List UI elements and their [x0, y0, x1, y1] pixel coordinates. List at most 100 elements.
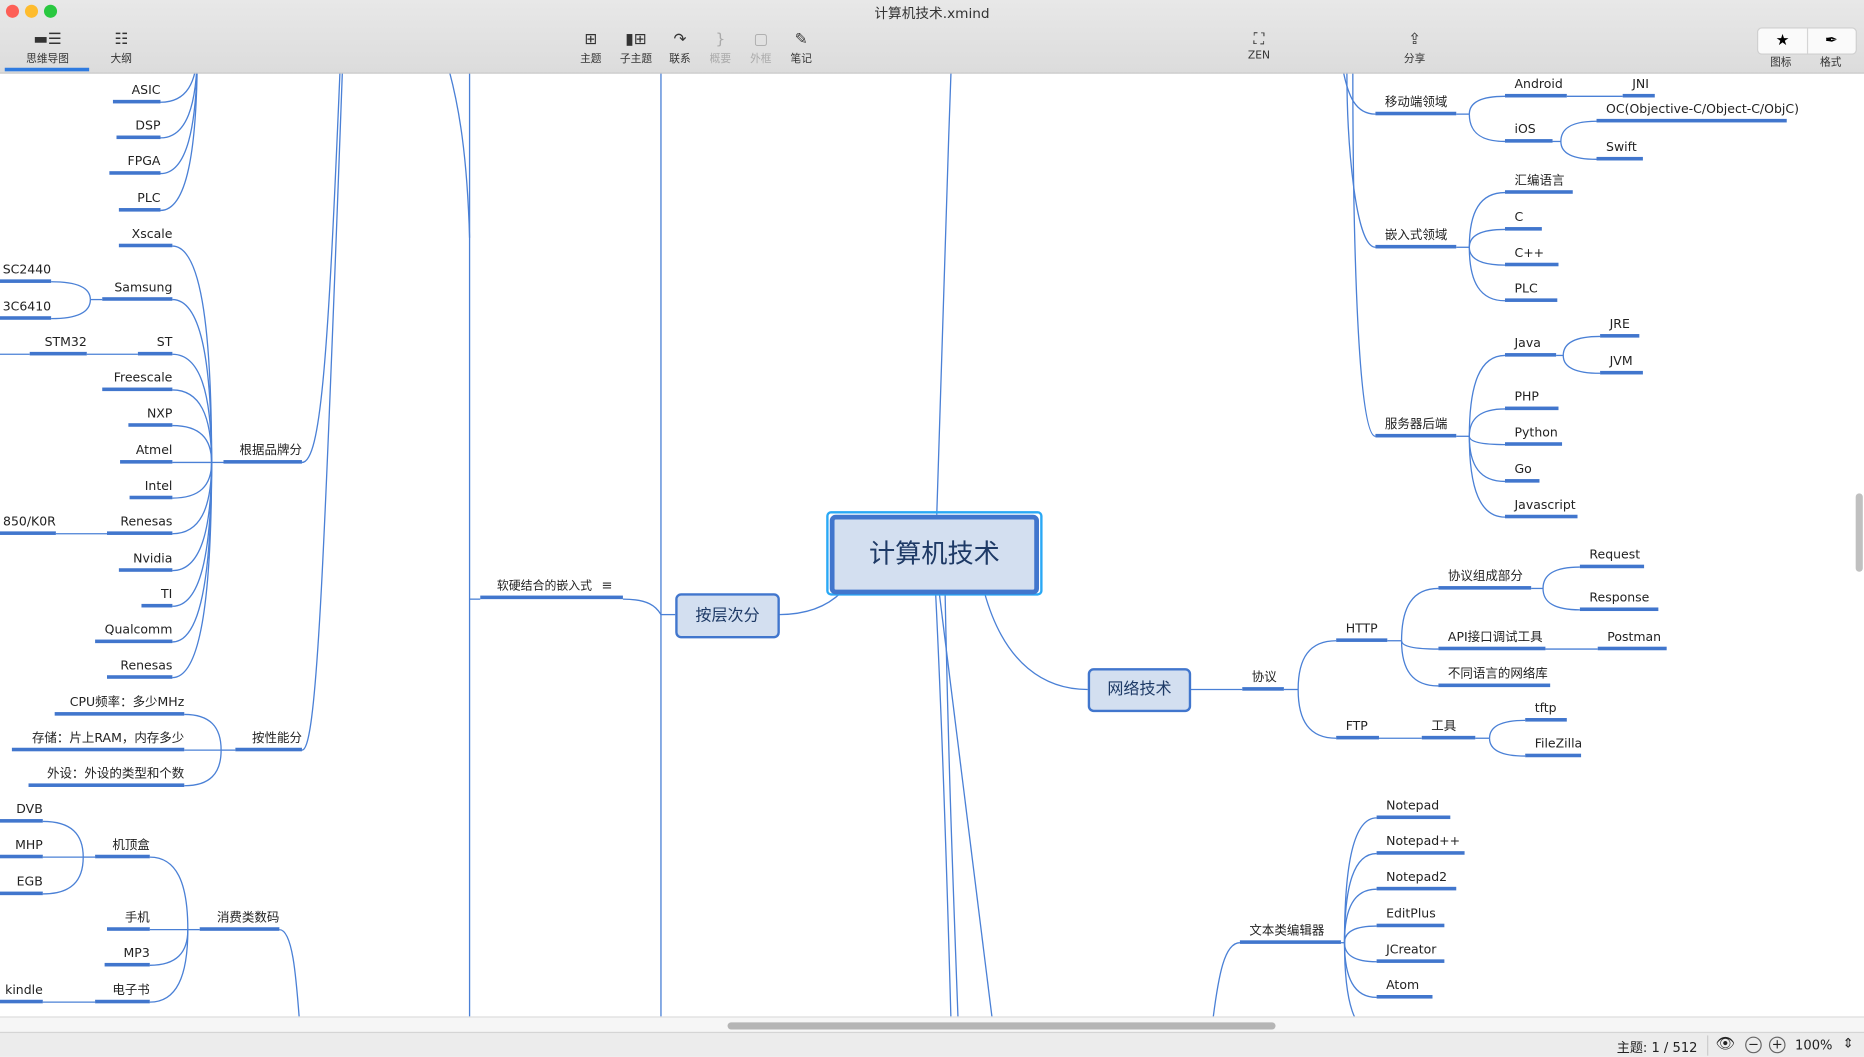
zoom-in-icon[interactable]: +: [1768, 1036, 1786, 1054]
topic-node[interactable]: Response: [1579, 590, 1659, 612]
topic-node[interactable]: 3C6410: [0, 298, 51, 320]
topic-node[interactable]: 汇编语言: [1504, 172, 1573, 194]
topic-node[interactable]: ST: [137, 334, 173, 356]
topic-embedded[interactable]: 软硬结合的嵌入式: [480, 578, 623, 600]
tab-outline[interactable]: ☷大纲: [95, 29, 147, 65]
topic-node[interactable]: TI: [141, 586, 173, 608]
star-icon[interactable]: ★: [1758, 28, 1809, 54]
topic-node[interactable]: PLC: [118, 190, 161, 212]
topic-node[interactable]: Java: [1504, 335, 1557, 357]
topic-node[interactable]: ASIC: [112, 82, 161, 104]
central-topic[interactable]: 计算机技术: [829, 514, 1039, 595]
topic-node[interactable]: 按性能分: [235, 730, 302, 752]
close-window-button[interactable]: [5, 4, 20, 18]
topic-node[interactable]: 不同语言的网络库: [1438, 666, 1551, 688]
topic-node[interactable]: PLC: [1504, 281, 1558, 302]
topic-node[interactable]: Postman: [1597, 629, 1667, 651]
topic-node[interactable]: Swift: [1596, 139, 1643, 161]
topic-button[interactable]: ⊞主题: [565, 29, 617, 65]
boundary-button[interactable]: ▢外框: [735, 29, 787, 65]
topic-node[interactable]: DSP: [116, 118, 161, 140]
chevron-updown-icon[interactable]: ⇕: [1842, 1035, 1854, 1051]
notes-button[interactable]: ✎笔记: [775, 29, 827, 65]
topic-node[interactable]: Notepad: [1376, 798, 1451, 820]
topic-node[interactable]: 根据品牌分: [223, 442, 302, 464]
note-icon[interactable]: ≡: [601, 577, 613, 594]
topic-node[interactable]: Javascript: [1504, 497, 1578, 519]
horizontal-scrollbar[interactable]: [0, 1016, 1864, 1034]
topic-node[interactable]: Android: [1504, 76, 1567, 98]
topic-node[interactable]: 工具: [1421, 718, 1476, 740]
topic-node[interactable]: 850/K0R: [0, 514, 56, 535]
topic-node[interactable]: 移动端领域: [1375, 94, 1457, 116]
brush-icon[interactable]: ✒: [1824, 32, 1838, 50]
topic-node[interactable]: 外设：外设的类型和个数: [28, 766, 185, 787]
topic-node[interactable]: 手机: [106, 909, 150, 931]
eye-icon[interactable]: 👁: [1715, 1035, 1736, 1054]
scrollbar-thumb[interactable]: [727, 1022, 1276, 1030]
topic-node[interactable]: STM32: [29, 334, 87, 356]
subtopic-button[interactable]: ▮⊞子主题: [610, 29, 662, 65]
topic-node[interactable]: MHP: [0, 837, 43, 859]
topic-node[interactable]: Atom: [1376, 977, 1433, 999]
topic-node[interactable]: MP3: [104, 945, 150, 967]
topic-node[interactable]: Freescale: [102, 370, 173, 392]
topic-node[interactable]: Intel: [129, 478, 173, 500]
topic-node[interactable]: SC2440: [0, 262, 51, 283]
topic-node[interactable]: 协议: [1242, 669, 1284, 691]
topic-node[interactable]: JRE: [1600, 316, 1640, 338]
topic-node[interactable]: OC(Objective-C/Object-C/ObjC): [1596, 101, 1799, 123]
topic-node[interactable]: JNI: [1622, 76, 1655, 98]
topic-node[interactable]: EGB: [0, 874, 43, 896]
topic-node[interactable]: Notepad2: [1376, 869, 1457, 891]
topic-node[interactable]: Renesas: [106, 657, 173, 679]
topic-node[interactable]: Notepad++: [1376, 833, 1465, 855]
topic-node[interactable]: Atmel: [120, 442, 173, 464]
topic-node[interactable]: NXP: [128, 405, 173, 427]
vertical-scrollbar[interactable]: [1855, 493, 1863, 572]
topic-node[interactable]: 消费类数码: [199, 909, 280, 931]
topic-node[interactable]: Request: [1579, 547, 1645, 569]
relationship-button[interactable]: ↷联系: [654, 29, 706, 65]
topic-node[interactable]: 文本类编辑器: [1239, 922, 1341, 944]
topic-node[interactable]: 存储：片上RAM，内存多少: [11, 730, 184, 752]
zoom-window-button[interactable]: [43, 4, 58, 18]
topic-node[interactable]: FPGA: [109, 153, 161, 175]
topic-node[interactable]: Go: [1504, 461, 1540, 483]
topic-node[interactable]: tftp: [1525, 700, 1567, 722]
topic-node[interactable]: kindle: [0, 982, 43, 1004]
topic-node[interactable]: Renesas: [106, 514, 173, 535]
topic-node[interactable]: JCreator: [1376, 942, 1445, 963]
topic-node[interactable]: Python: [1504, 424, 1563, 446]
topic-node[interactable]: 协议组成部分: [1438, 568, 1532, 590]
topic-node[interactable]: 机顶盒: [95, 837, 150, 859]
share-button[interactable]: ⇪分享: [1388, 29, 1440, 65]
topic-node[interactable]: JVM: [1600, 353, 1643, 375]
zoom-level[interactable]: 100%: [1795, 1037, 1833, 1054]
topic-node[interactable]: FileZilla: [1525, 736, 1582, 758]
topic-node[interactable]: CPU频率：多少MHz: [54, 694, 185, 716]
zen-button[interactable]: ⛶ZEN: [1233, 29, 1285, 62]
topic-node[interactable]: 服务器后端: [1375, 416, 1457, 438]
topic-node[interactable]: EditPlus: [1376, 906, 1445, 928]
topic-node[interactable]: C: [1504, 209, 1542, 231]
summary-button[interactable]: }概要: [694, 29, 746, 65]
topic-node[interactable]: Nvidia: [118, 550, 173, 572]
topic-node[interactable]: HTTP: [1336, 621, 1388, 642]
tab-mindmap[interactable]: ▬☰思维导图: [21, 29, 73, 65]
minimize-window-button[interactable]: [24, 4, 39, 18]
topic-node[interactable]: iOS: [1504, 121, 1553, 143]
topic-network[interactable]: 网络技术: [1087, 668, 1192, 713]
topic-node[interactable]: DVB: [0, 801, 43, 823]
topic-node[interactable]: C++: [1504, 245, 1559, 267]
topic-node[interactable]: PHP: [1504, 389, 1559, 411]
topic-node[interactable]: 电子书: [95, 982, 150, 1004]
topic-layer[interactable]: 按层次分: [675, 593, 780, 639]
topic-node[interactable]: FTP: [1336, 718, 1379, 740]
topic-node[interactable]: Qualcomm: [95, 622, 173, 644]
topic-node[interactable]: API接口调试工具: [1438, 629, 1546, 651]
topic-node[interactable]: 嵌入式领域: [1375, 227, 1457, 249]
topic-node[interactable]: Xscale: [118, 226, 173, 248]
topic-node[interactable]: Samsung: [102, 279, 173, 301]
zoom-out-icon[interactable]: −: [1745, 1036, 1762, 1054]
